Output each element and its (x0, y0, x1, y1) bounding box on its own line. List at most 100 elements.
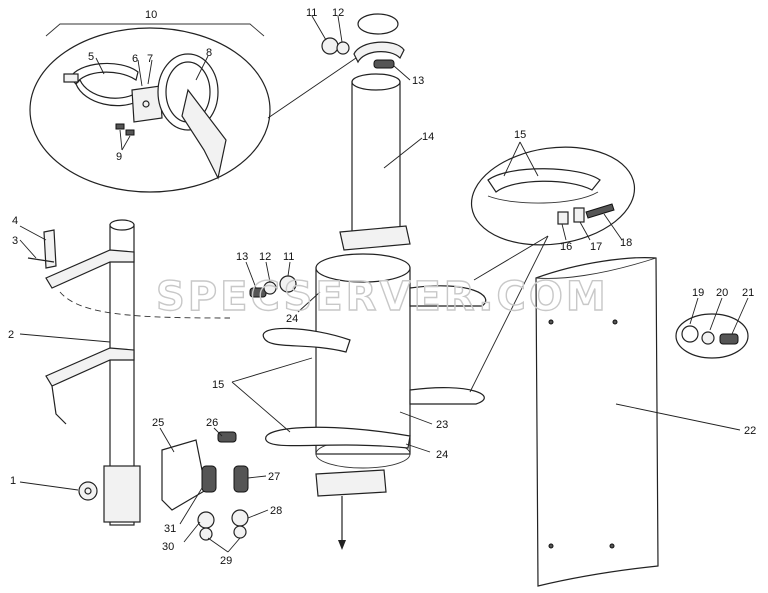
mounting-plate-25 (161, 439, 207, 511)
detail-ellipse (29, 27, 271, 193)
fastener-detail-ellipse (675, 313, 749, 359)
detail-view-band (469, 141, 636, 393)
shield-hole (548, 543, 554, 549)
leader-30 (183, 521, 201, 543)
leader-3 (19, 239, 37, 259)
clamp-ear (63, 73, 79, 83)
bolt-31 (201, 465, 217, 493)
washer-20 (701, 331, 715, 345)
clamp-part-5 (69, 62, 139, 85)
callout-11-top: 11 (306, 7, 317, 19)
leader-11-top (311, 15, 327, 41)
exhaust-pipe-14 (351, 81, 401, 235)
shield-hole (609, 543, 615, 549)
leader-24-upper (297, 291, 321, 313)
nut-1-hole (84, 487, 92, 495)
leader-21 (731, 297, 749, 335)
callout-1: 1 (10, 475, 16, 487)
callout-27: 27 (268, 471, 280, 483)
callout-4: 4 (12, 215, 18, 227)
leader-13-mid (245, 261, 257, 289)
rain-cap (357, 13, 399, 35)
callout-22: 22 (744, 425, 756, 437)
nut-11-top (321, 37, 339, 55)
pipe-top (109, 219, 135, 231)
bolt-27 (233, 465, 249, 493)
plate-hole (142, 100, 150, 108)
pin-4 (43, 229, 57, 269)
callout-10: 10 (145, 9, 157, 21)
callout-12-top: 12 (332, 7, 344, 19)
heat-shield-22 (535, 257, 659, 587)
leader-16 (561, 223, 567, 241)
nut-29b (233, 525, 247, 539)
clamp-part-5-lower (75, 78, 141, 107)
leader-15-a (231, 357, 313, 383)
callout-2: 2 (8, 329, 14, 341)
leader-18 (603, 213, 623, 241)
bolt-9a (115, 123, 125, 130)
muffler-body-23 (315, 267, 411, 455)
callout-19: 19 (692, 287, 704, 299)
detail-view-clamp (29, 23, 357, 193)
heat-shield (535, 257, 749, 587)
watermark-text: SPECSERVER.COM (156, 274, 609, 320)
callout-7: 7 (147, 53, 153, 65)
callout-26: 26 (206, 417, 218, 429)
callout-16: 16 (560, 241, 572, 253)
washer-17 (573, 207, 585, 223)
leader-11-mid (287, 261, 291, 277)
leader-29b (227, 537, 241, 553)
washer-12-top (336, 41, 350, 55)
leader-12-top (337, 15, 343, 43)
callout-30: 30 (162, 541, 174, 553)
pin-3 (27, 257, 55, 263)
washer-30 (197, 511, 215, 529)
stack-top-cap (311, 13, 411, 81)
leader-29a (207, 537, 229, 553)
nut-29a (199, 527, 213, 541)
leader-17 (579, 221, 591, 241)
leader-26 (213, 427, 223, 437)
nut-28 (231, 509, 249, 527)
callout-13-top: 13 (412, 75, 424, 87)
callout-29: 29 (220, 555, 232, 567)
callout-9: 9 (116, 151, 122, 163)
leader-24-lower (405, 443, 431, 453)
shield-hole (612, 319, 618, 325)
exhaust-pipe (339, 73, 423, 251)
callout-25: 25 (152, 417, 164, 429)
band-15-detail-lower (487, 191, 599, 204)
exhaust-pipe-top (351, 73, 401, 91)
callout-28: 28 (270, 505, 282, 517)
upper-bracket-2 (45, 249, 135, 289)
callout-24-lower: 24 (436, 449, 448, 461)
leader-5 (95, 57, 105, 75)
shield-top-edge (535, 257, 657, 279)
leader-2 (19, 333, 111, 343)
callout-5: 5 (88, 51, 94, 63)
detail-connector-b (469, 235, 549, 393)
band-15-upper (409, 285, 487, 307)
callout-31: 31 (164, 523, 176, 535)
pipe-base-clamp (103, 465, 141, 523)
leader-22 (615, 403, 741, 431)
detail-connector-a (473, 235, 549, 281)
washer-19 (681, 325, 699, 343)
callout-8: 8 (206, 47, 212, 59)
support-stand (19, 219, 231, 526)
callout-13-mid: 13 (236, 251, 248, 263)
leader-15-b (231, 381, 291, 433)
muffler (231, 253, 487, 550)
outlet-arrow-head (338, 540, 346, 550)
clamp-plate-6 (131, 85, 163, 123)
leader-25 (159, 427, 175, 453)
leader-23 (399, 411, 433, 425)
leader-28 (247, 509, 269, 519)
callout-14: 14 (422, 131, 434, 143)
bolt-13-top (373, 59, 395, 69)
leader-4 (19, 225, 47, 241)
muffler-outlet-flange (315, 469, 387, 497)
